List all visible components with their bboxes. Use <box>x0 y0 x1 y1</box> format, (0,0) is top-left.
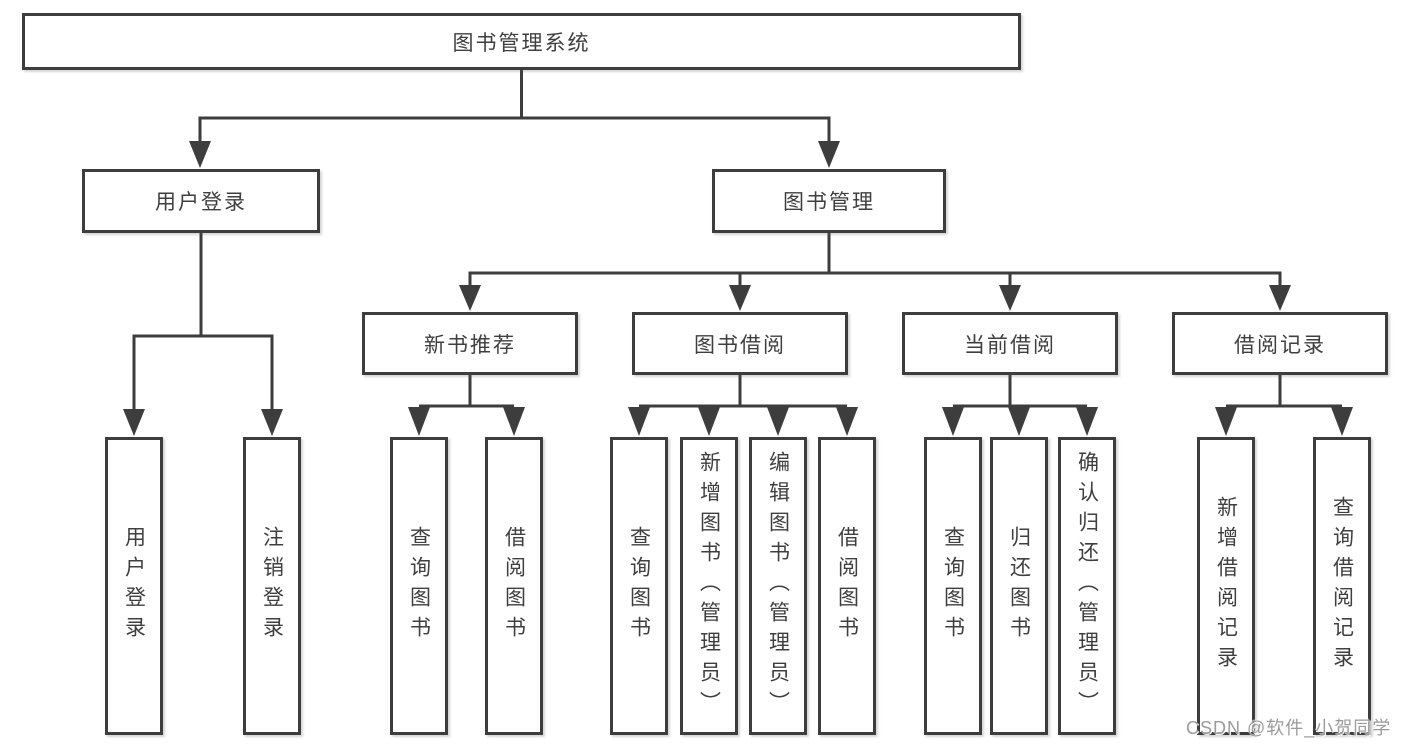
node-label: 新增借阅记录 <box>1214 496 1238 676</box>
node-borrowing-records: 借阅记录 <box>1172 312 1388 375</box>
leaf-edit-book-admin: 编辑图书（管理员） <box>749 437 807 735</box>
node-label: 注销登录 <box>260 526 284 646</box>
node-book-management: 图书管理 <box>712 169 946 233</box>
node-current-borrowing: 当前借阅 <box>902 312 1118 375</box>
leaf-confirm-return-admin: 确认归还（管理员） <box>1058 437 1116 735</box>
watermark-text: CSDN @软件_小贺同学 <box>1186 718 1392 738</box>
node-user-login: 用户登录 <box>82 169 320 233</box>
node-label: 归还图书 <box>1007 526 1031 646</box>
node-label: 图书管理 <box>783 191 875 214</box>
leaf-logout: 注销登录 <box>243 437 301 735</box>
node-root: 图书管理系统 <box>22 13 1021 70</box>
leaf-return-books: 归还图书 <box>990 437 1048 735</box>
leaf-add-book-admin: 新增图书（管理员） <box>680 437 738 735</box>
node-new-book-recommend: 新书推荐 <box>362 312 578 375</box>
node-book-borrowing: 图书借阅 <box>632 312 848 375</box>
node-label: 用户登录 <box>122 526 146 646</box>
node-label: 新增图书（管理员） <box>697 451 721 721</box>
node-label: 当前借阅 <box>964 333 1056 357</box>
node-label: 用户登录 <box>155 191 247 214</box>
leaf-search-books-recommend: 查询图书 <box>390 437 448 735</box>
node-label: 编辑图书（管理员） <box>766 451 790 721</box>
node-label: 图书借阅 <box>694 333 786 357</box>
node-label: 查询借阅记录 <box>1330 496 1354 676</box>
leaf-search-borrow-record: 查询借阅记录 <box>1313 437 1371 735</box>
node-label: 确认归还（管理员） <box>1075 451 1099 721</box>
leaf-borrow-books-borrowing: 借阅图书 <box>818 437 876 735</box>
node-label: 借阅图书 <box>835 526 859 646</box>
node-label: 图书管理系统 <box>452 31 591 55</box>
node-label: 新书推荐 <box>424 333 516 357</box>
leaf-search-books-current: 查询图书 <box>924 437 982 735</box>
leaf-user-login: 用户登录 <box>105 437 163 735</box>
leaf-add-borrow-record: 新增借阅记录 <box>1197 437 1255 735</box>
node-label: 借阅图书 <box>502 526 526 646</box>
node-label: 查询图书 <box>407 526 431 646</box>
node-label: 借阅记录 <box>1234 333 1326 357</box>
node-label: 查询图书 <box>941 526 965 646</box>
leaf-borrow-books-recommend: 借阅图书 <box>485 437 543 735</box>
node-label: 查询图书 <box>627 526 651 646</box>
leaf-search-books-borrowing: 查询图书 <box>610 437 668 735</box>
